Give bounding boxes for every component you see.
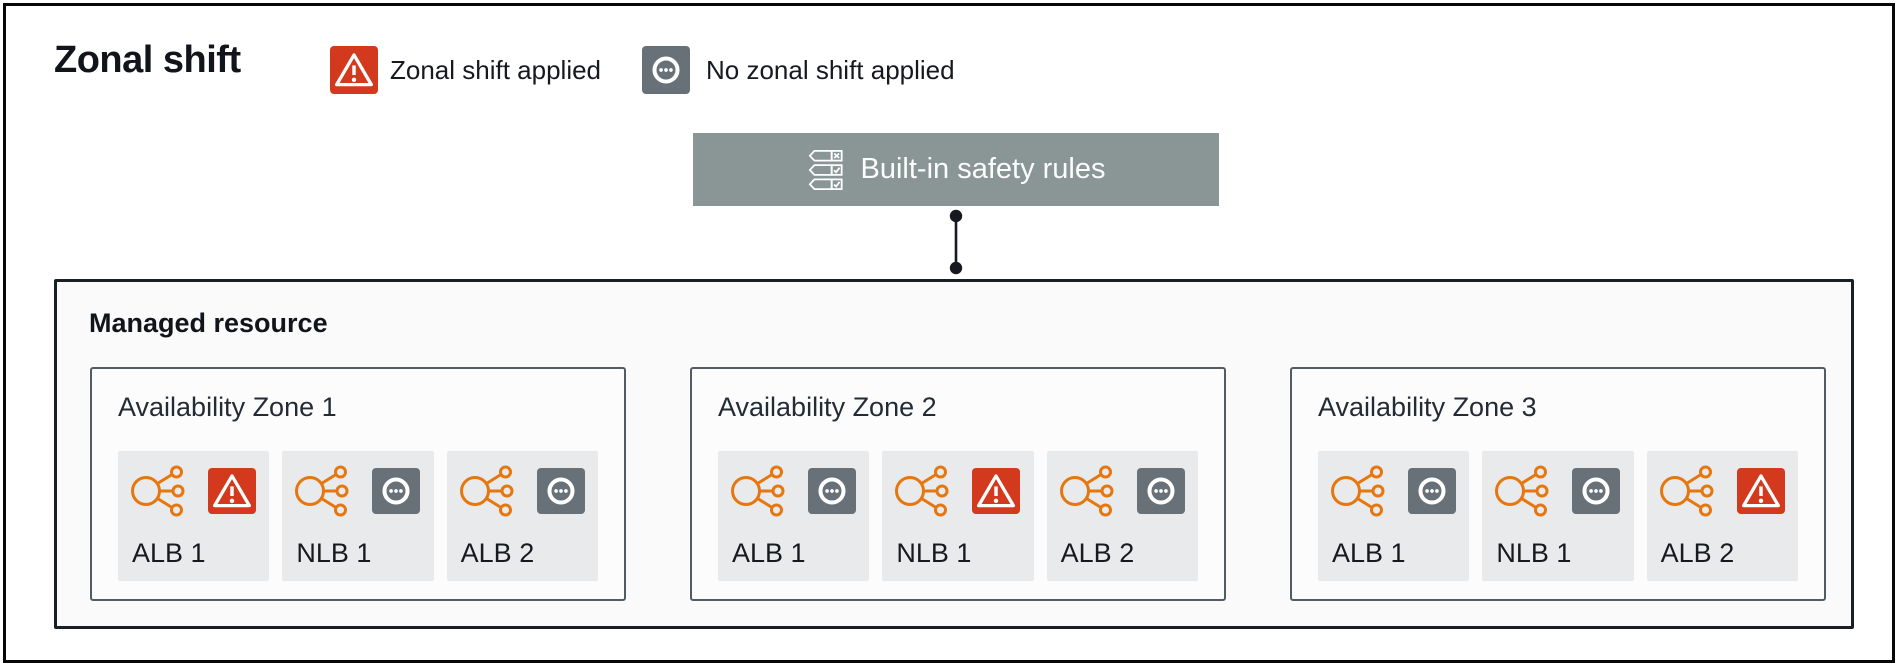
ellipsis-circle-icon (1572, 468, 1621, 514)
load-balancer-icon (894, 463, 952, 519)
ellipsis-circle-icon (536, 468, 585, 514)
resource-card: ALB 1 (1318, 451, 1470, 581)
resource-card: ALB 2 (1646, 451, 1798, 581)
warning-triangle-icon (330, 46, 378, 94)
safety-rules-label: Built-in safety rules (860, 153, 1106, 185)
warning-triangle-icon (972, 468, 1021, 514)
resource-cards-row: ALB 1 NLB 1 ALB 2 (718, 451, 1198, 581)
ellipsis-circle-icon (1136, 468, 1185, 514)
ellipsis-circle-icon (642, 46, 690, 94)
availability-zone-title: Availability Zone 3 (1318, 392, 1537, 422)
availability-zone-title: Availability Zone 2 (718, 392, 937, 422)
resource-name: ALB 2 (1660, 538, 1735, 568)
resource-card: ALB 1 (118, 451, 270, 581)
availability-zone: Availability Zone 3 ALB 1 NLB 1 ALB 2 (1290, 367, 1826, 601)
diagram-frame: Zonal shift Zonal shift applied No zonal… (3, 3, 1895, 663)
resource-cards-row: ALB 1 NLB 1 ALB 2 (1318, 451, 1798, 581)
ellipsis-circle-icon (1408, 468, 1456, 514)
legend-label-none: No zonal shift applied (706, 55, 955, 85)
load-balancer-icon (1494, 463, 1552, 519)
resource-card: ALB 1 (718, 451, 870, 581)
managed-resource-label: Managed resource (89, 308, 328, 338)
availability-zone-title: Availability Zone 1 (118, 392, 337, 422)
resource-name: ALB 2 (1060, 538, 1135, 568)
resource-name: NLB 1 (1496, 538, 1572, 568)
resource-card: ALB 2 (446, 451, 598, 581)
resource-card: NLB 1 (1482, 451, 1634, 581)
availability-zones-row: Availability Zone 1 ALB 1 NLB 1 ALB 2 (90, 367, 1826, 601)
load-balancer-icon (1659, 463, 1717, 519)
resource-card: NLB 1 (282, 451, 434, 581)
load-balancer-icon (294, 463, 352, 519)
ellipsis-circle-icon (372, 468, 421, 514)
connector-line (949, 209, 963, 275)
resource-name: NLB 1 (896, 538, 972, 568)
load-balancer-icon (730, 463, 788, 519)
warning-triangle-icon (208, 468, 256, 514)
load-balancer-icon (130, 463, 188, 519)
built-in-safety-rules-box: Built-in safety rules (693, 133, 1219, 206)
resource-name: NLB 1 (296, 538, 372, 568)
resource-card: ALB 2 (1046, 451, 1198, 581)
warning-triangle-icon (1736, 468, 1785, 514)
resource-card: NLB 1 (882, 451, 1034, 581)
resource-name: ALB 2 (460, 538, 535, 568)
resource-cards-row: ALB 1 NLB 1 ALB 2 (118, 451, 598, 581)
legend-label-applied: Zonal shift applied (390, 55, 602, 85)
resource-name: ALB 1 (1332, 538, 1406, 568)
availability-zone: Availability Zone 2 ALB 1 NLB 1 ALB 2 (690, 367, 1226, 601)
diagram-title: Zonal shift (54, 39, 241, 81)
ellipsis-circle-icon (808, 468, 856, 514)
resource-name: ALB 1 (132, 538, 206, 568)
load-balancer-icon (1059, 463, 1117, 519)
availability-zone: Availability Zone 1 ALB 1 NLB 1 ALB 2 (90, 367, 626, 601)
resource-name: ALB 1 (732, 538, 806, 568)
rules-checklist-icon (807, 147, 845, 193)
load-balancer-icon (459, 463, 517, 519)
managed-resource-box: Managed resource Availability Zone 1 ALB… (54, 279, 1854, 629)
load-balancer-icon (1330, 463, 1388, 519)
